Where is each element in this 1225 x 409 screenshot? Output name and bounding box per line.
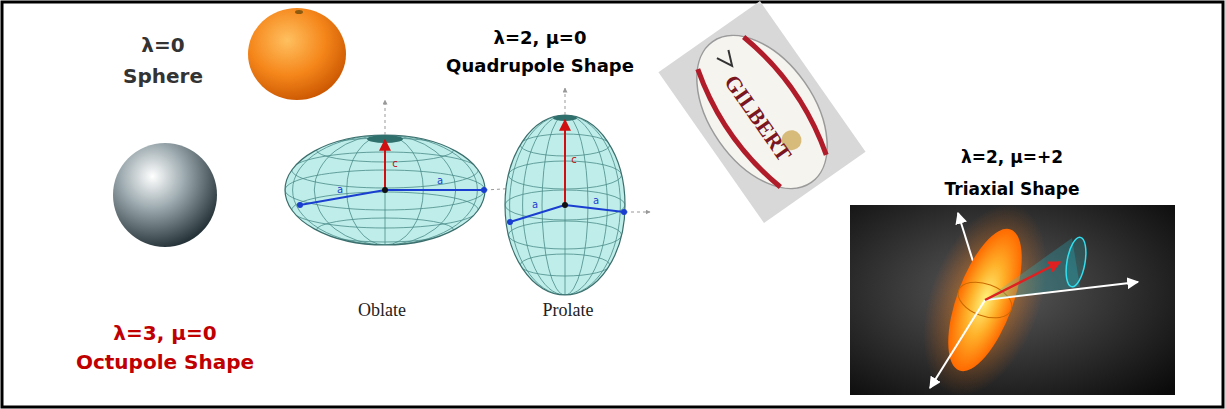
prolate-ellipsoid	[505, 88, 650, 295]
lambda-mu-label: λ=3, μ=0	[113, 322, 216, 345]
rugby-ball-photo	[658, 1, 865, 223]
shape-name: Quadrupole Shape	[446, 56, 634, 77]
ball-brand: GILBERT	[719, 70, 797, 166]
shape-caption: Prolate	[543, 300, 594, 321]
shape-name: Triaxial Shape	[945, 180, 1080, 200]
axis-letter: a	[437, 175, 443, 187]
sphere	[113, 143, 217, 247]
axis-letter: a	[337, 184, 343, 196]
lambda-label: λ=0	[141, 34, 184, 57]
orange-photo	[248, 8, 346, 100]
shape-caption: Oblate	[358, 300, 406, 321]
axis-letter: a	[532, 199, 538, 211]
axis-letter: c	[571, 154, 577, 166]
shape-name: Sphere	[123, 65, 203, 88]
shape-name: Octupole Shape	[76, 351, 254, 374]
triaxial-picture	[850, 187, 1175, 409]
axis-letter: c	[392, 158, 398, 170]
lambda-mu-label: λ=2, μ=0	[494, 28, 587, 49]
axis-letter: a	[593, 195, 599, 207]
oblate-ellipsoid	[285, 100, 520, 245]
lambda-mu-label: λ=2, μ=+2	[961, 148, 1063, 168]
